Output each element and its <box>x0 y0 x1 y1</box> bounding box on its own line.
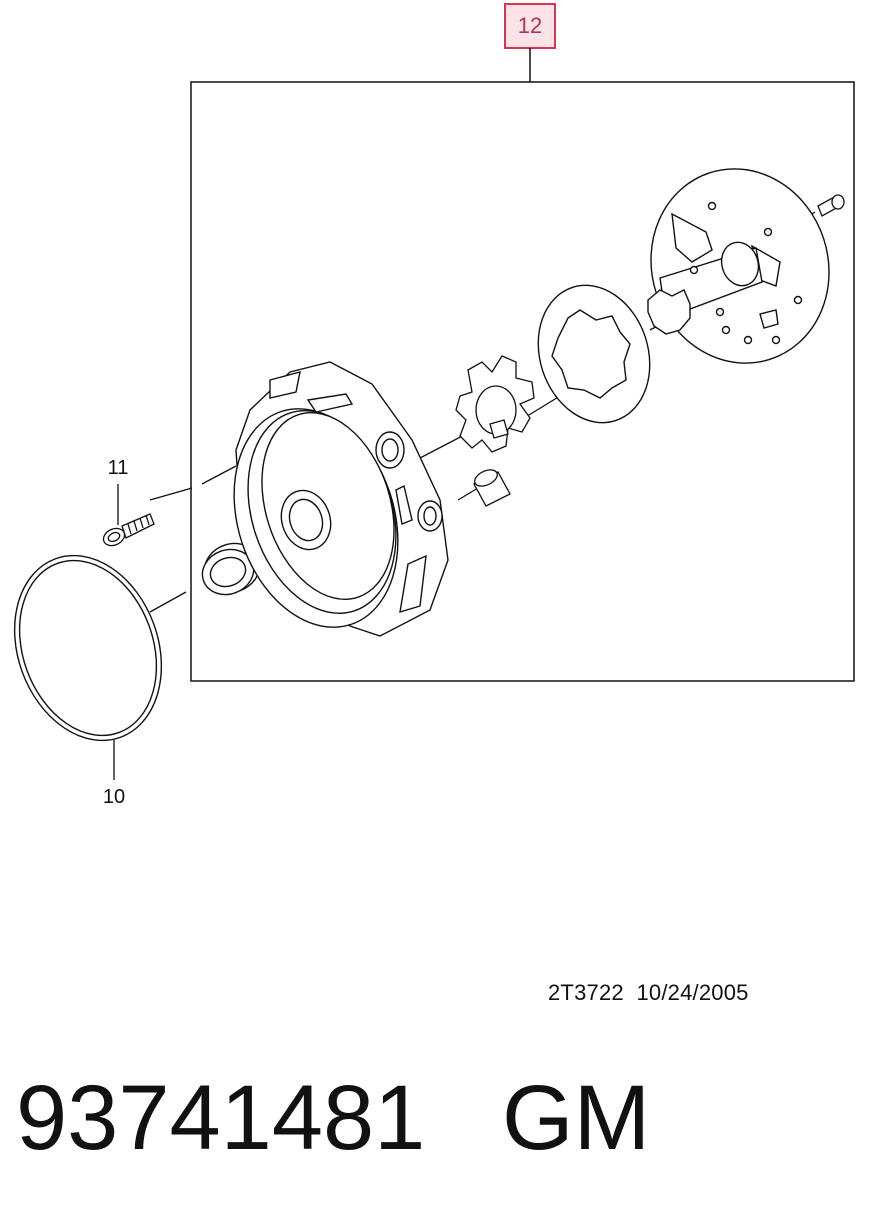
callout-12[interactable]: 12 <box>504 3 556 49</box>
callout-10-label: 10 <box>103 786 125 808</box>
shaft-seal <box>201 542 261 596</box>
brand-name: GM <box>502 1067 651 1169</box>
part-number: 93741481 <box>16 1067 426 1169</box>
pump-body <box>233 361 449 637</box>
outer-gear-ring <box>537 284 651 424</box>
drawing-date: 10/24/2005 <box>636 980 749 1005</box>
stator-shaft-cover <box>647 168 830 364</box>
seal-ring-10[interactable] <box>0 535 186 761</box>
inner-gear <box>455 355 535 453</box>
drawing-code: 2T3722 <box>548 980 624 1005</box>
callout-11-label: 11 <box>108 457 129 479</box>
assembly-frame <box>190 81 855 682</box>
callout-12-label: 12 <box>518 13 542 38</box>
part-number-footer: 93741481 GM <box>16 1072 650 1164</box>
drawing-reference: 2T3722 10/24/2005 <box>548 980 749 1006</box>
bolt-11[interactable] <box>101 513 155 549</box>
bushing <box>473 469 511 507</box>
small-screw <box>817 194 845 217</box>
